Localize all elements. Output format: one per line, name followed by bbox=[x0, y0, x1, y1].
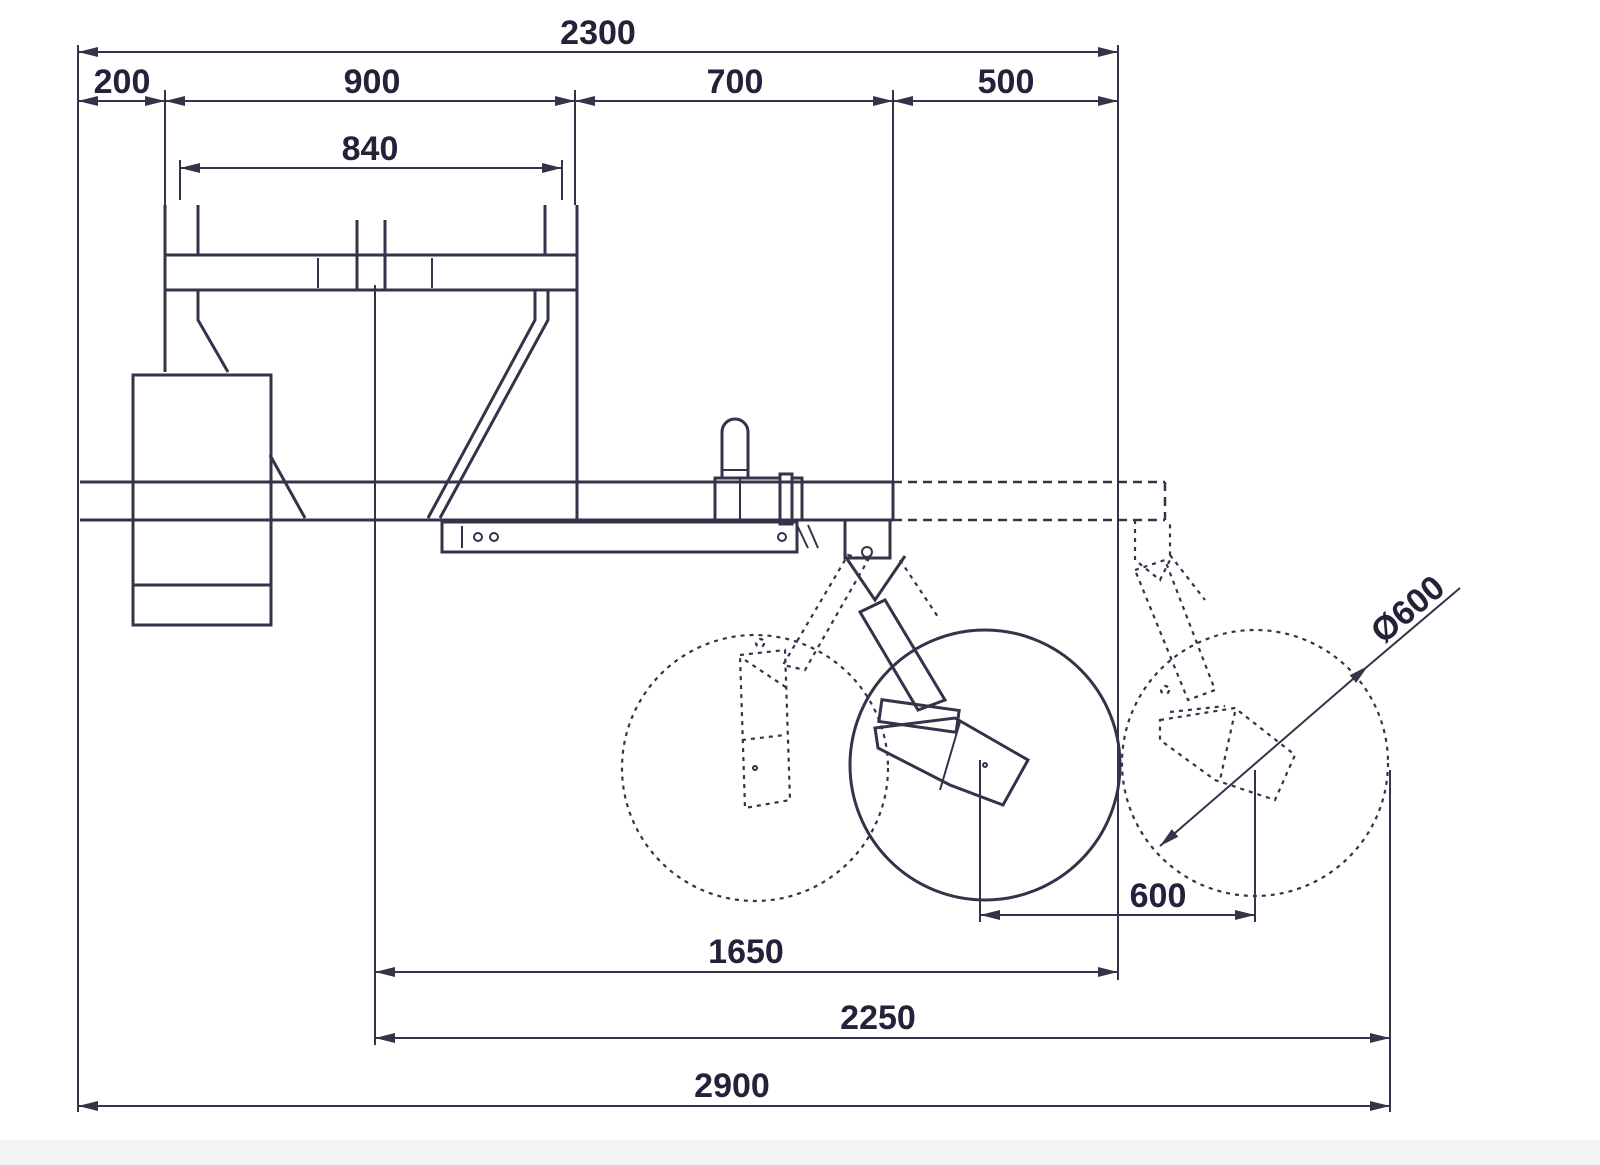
wheel-left-ghost bbox=[620, 633, 890, 903]
wheels bbox=[620, 628, 1390, 903]
label-1650: 1650 bbox=[708, 933, 784, 971]
dimension-lines bbox=[78, 47, 1461, 1111]
label-diameter: Ø600 bbox=[1364, 568, 1452, 651]
technical-drawing: 2300 200 900 700 500 840 Ø600 600 1650 2… bbox=[77, 14, 1461, 1112]
label-700: 700 bbox=[707, 63, 764, 101]
dimension-labels: 2300 200 900 700 500 840 Ø600 600 1650 2… bbox=[94, 14, 1452, 1105]
wheel-mount-center bbox=[781, 518, 1031, 807]
hitch-frame bbox=[163, 205, 579, 520]
wheel-center bbox=[848, 628, 1122, 902]
label-500: 500 bbox=[978, 63, 1035, 101]
bottom-strip bbox=[0, 1140, 1600, 1165]
wheel-mount-right-ghost bbox=[1133, 520, 1297, 802]
lower-slide-bar bbox=[440, 520, 819, 554]
label-900: 900 bbox=[344, 63, 401, 101]
dim-line-diameter bbox=[1159, 665, 1369, 847]
label-2250: 2250 bbox=[840, 999, 916, 1037]
label-2900: 2900 bbox=[694, 1067, 770, 1105]
counterweight-block bbox=[131, 373, 273, 627]
wheel-assembly-left-ghost bbox=[738, 637, 792, 810]
main-beam bbox=[80, 417, 1167, 526]
label-840: 840 bbox=[342, 130, 399, 168]
label-200: 200 bbox=[94, 63, 151, 101]
label-2300: 2300 bbox=[560, 14, 636, 52]
label-600-spacing: 600 bbox=[1130, 877, 1187, 915]
wheel-right-ghost bbox=[1120, 628, 1390, 898]
